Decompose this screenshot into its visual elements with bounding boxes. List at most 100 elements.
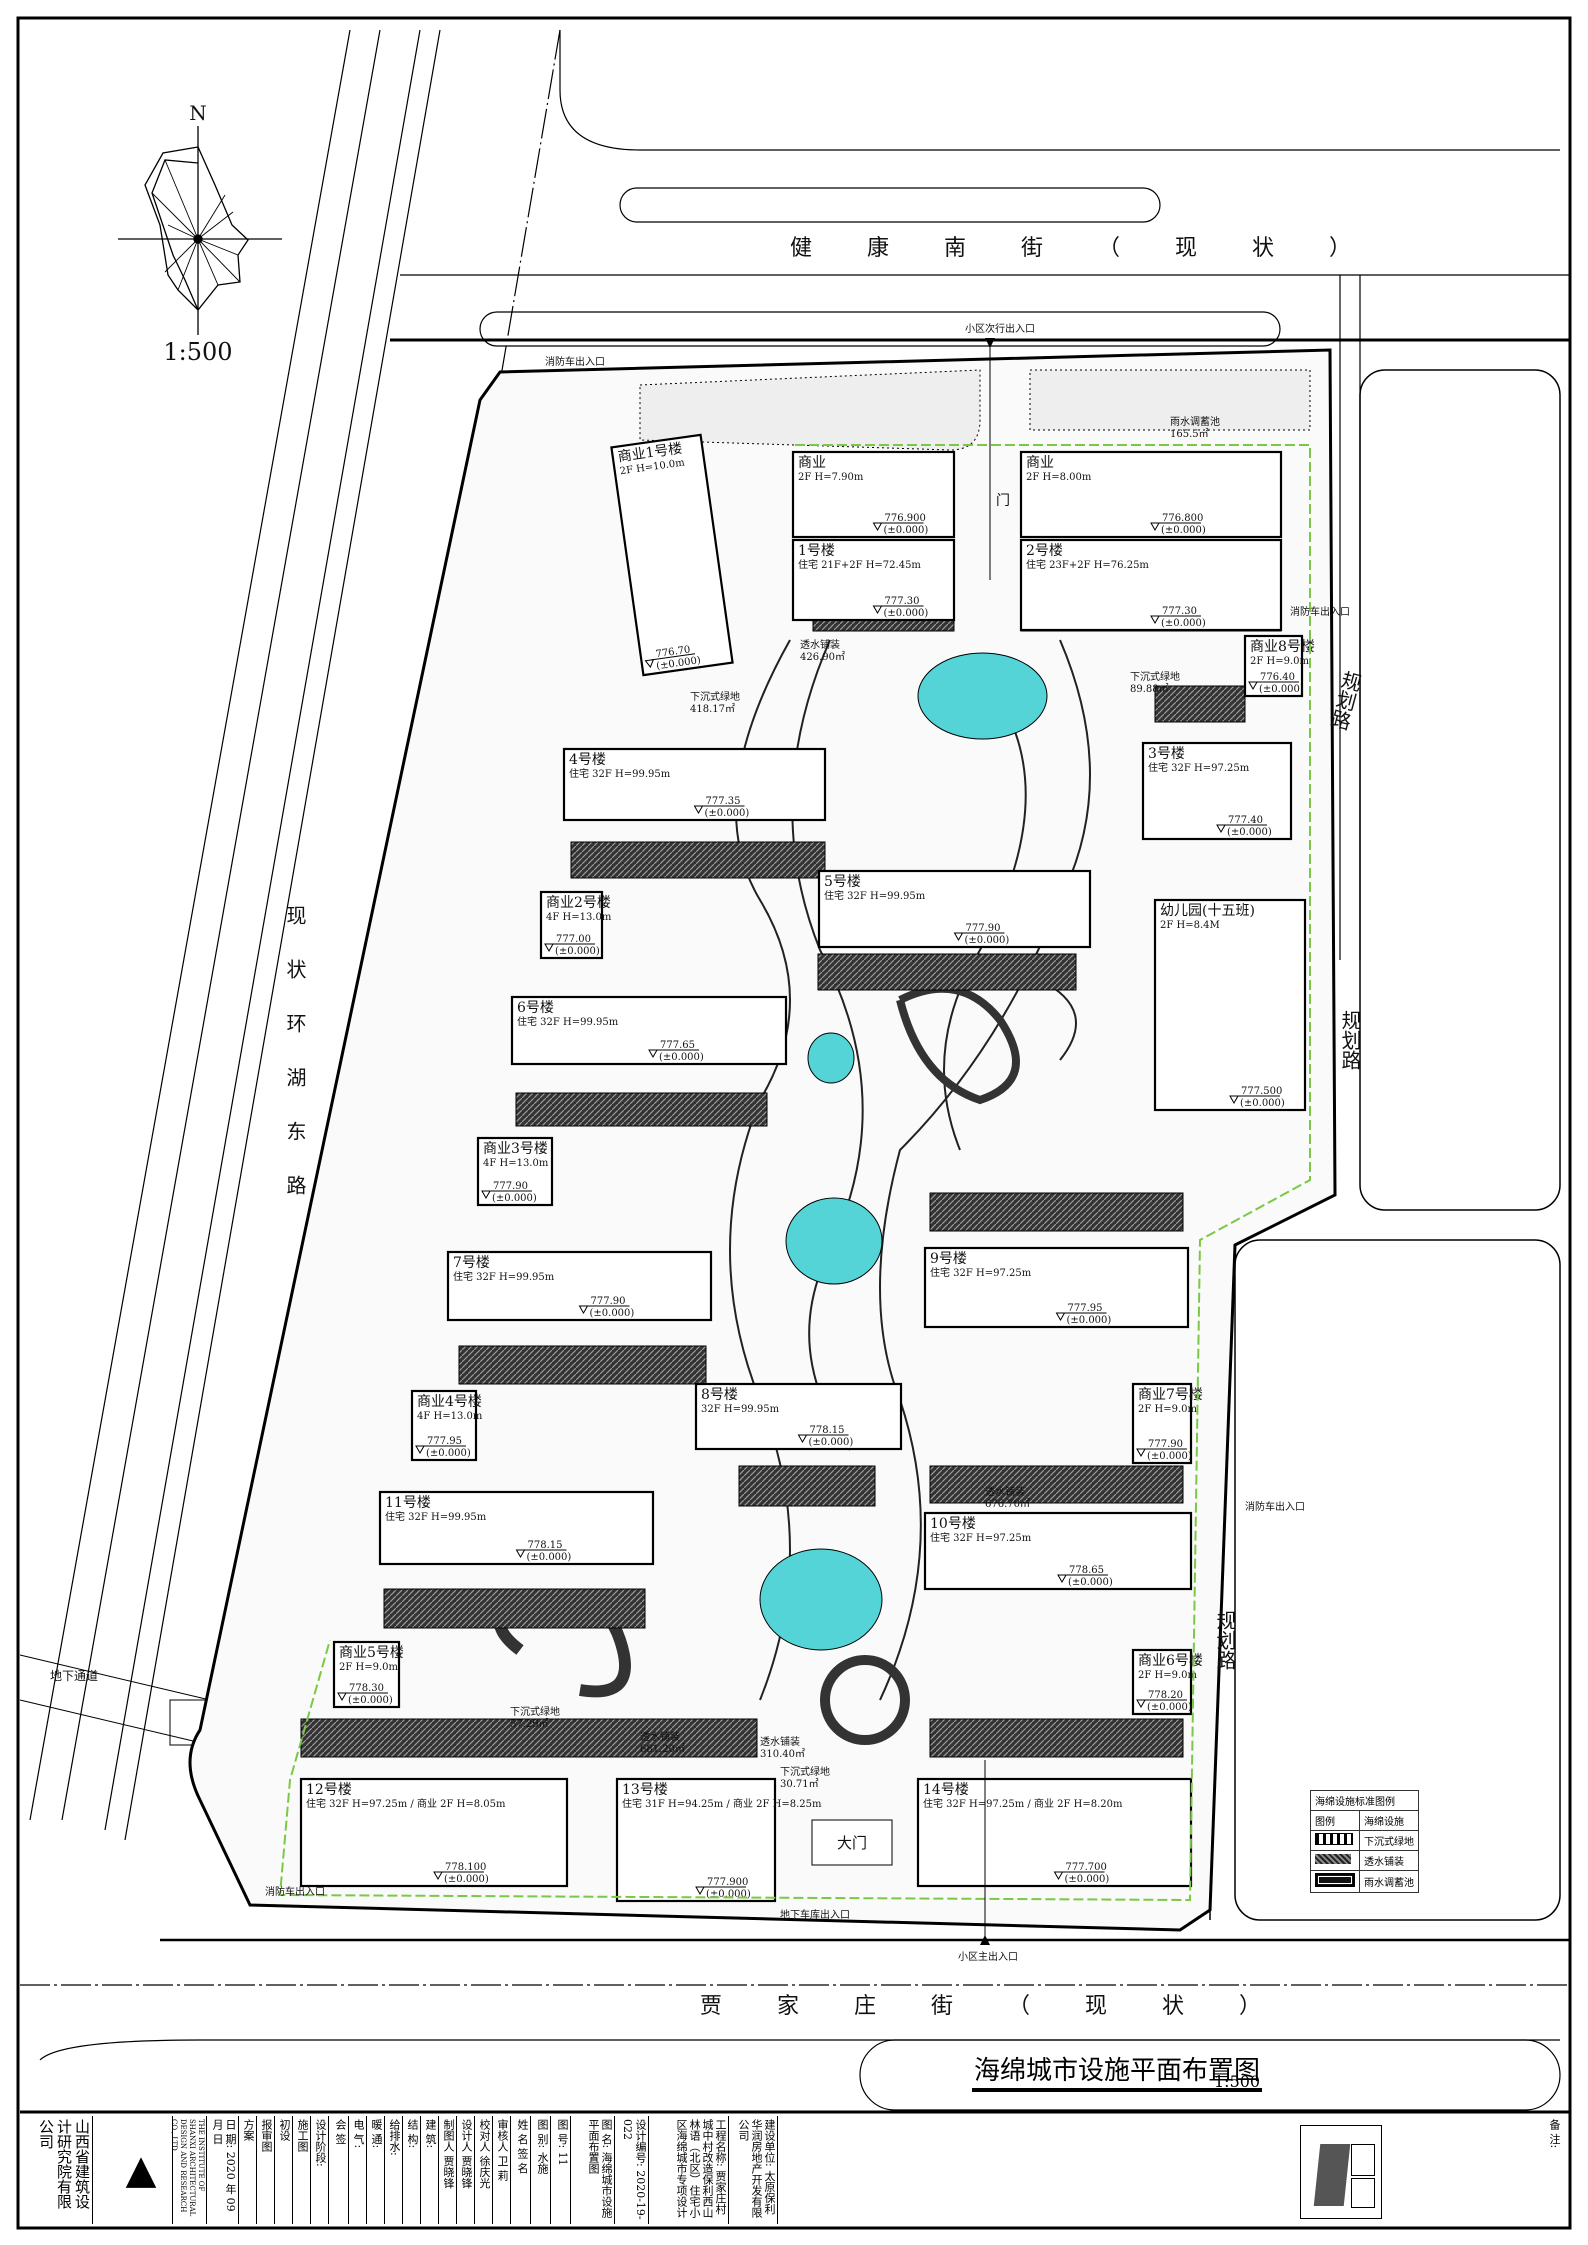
building-outline xyxy=(1141,741,1293,841)
building-zero-level: (±0.000) xyxy=(1259,684,1304,695)
building-zero-level: (±0.000) xyxy=(1147,1451,1192,1462)
building-elevation: 776.900 xyxy=(885,513,926,524)
street-south-label: 贾家庄街（现状） xyxy=(700,1994,1316,2019)
entrance-secondary-north: 小区次行出入口 xyxy=(965,322,1035,335)
elevation-marker-icon xyxy=(515,1549,526,1559)
building-zero-level: (±0.000) xyxy=(1161,525,1206,536)
elevation-marker-icon xyxy=(1057,1574,1067,1584)
building-name: 商业3号楼 xyxy=(483,1141,548,1157)
building-elevation: 777.90 xyxy=(1148,1439,1183,1450)
building-zero-level: (±0.000) xyxy=(590,1308,635,1319)
building-elevation: 778.100 xyxy=(445,1862,486,1873)
drawing-title-scale: 1:500 xyxy=(1214,2072,1261,2091)
building-zero-level: (±0.000) xyxy=(965,935,1010,946)
discipline-electrical: 电 气: xyxy=(348,2116,366,2224)
area-label-value: 426.90㎡ xyxy=(800,651,845,663)
building-info: 住宅 21F+2F H=72.45m xyxy=(798,558,921,571)
area-label-value: 89.88㎡ xyxy=(1130,683,1169,695)
permeable-paving-area xyxy=(738,1465,876,1507)
building-zero-level: (±0.000) xyxy=(555,946,600,957)
elevation-marker-icon xyxy=(544,943,554,953)
building-name: 14号楼 xyxy=(923,1782,969,1798)
building-name: 1号楼 xyxy=(798,543,835,559)
area-label-value: 310.40㎡ xyxy=(760,1748,805,1760)
building-zero-level: (±0.000) xyxy=(348,1695,393,1706)
building-elevation: 776.40 xyxy=(1260,672,1295,683)
legend-swatch-sunken-green xyxy=(1315,1833,1353,1845)
building-zero-level: (±0.000) xyxy=(527,1552,572,1563)
entrance-main-south: 小区主出入口 xyxy=(958,1950,1018,1963)
building-outline xyxy=(476,1136,554,1207)
stage-scheme: 方案 xyxy=(238,2116,256,2224)
building-info: 2F H=9.0m xyxy=(339,1662,398,1673)
permeable-paving-area xyxy=(929,1465,1184,1504)
underpass-label: 地下通道 xyxy=(50,1669,98,1683)
building-name: 13号楼 xyxy=(622,1782,668,1798)
building-name: 12号楼 xyxy=(306,1782,352,1798)
elevation-marker-icon xyxy=(1136,1448,1146,1458)
building-info: 住宅 32F H=99.95m xyxy=(385,1510,487,1523)
building-elevation: 778.15 xyxy=(810,1425,845,1436)
building-info: 2F H=9.0m xyxy=(1138,1404,1197,1415)
elevation-marker-icon xyxy=(1216,824,1226,834)
building-elevation: 777.90 xyxy=(966,923,1001,934)
building-elevation: 777.90 xyxy=(591,1296,626,1307)
building-info: 住宅 32F H=99.95m xyxy=(824,889,926,902)
permeable-paving-area xyxy=(929,1718,1184,1758)
building-zero-level: (±0.000) xyxy=(444,1874,489,1885)
area-label-value: 676.70㎡ xyxy=(985,1498,1030,1510)
entrance-fire-east-1: 消防车出入口 xyxy=(1290,605,1350,618)
building-zero-level: (±0.000) xyxy=(1065,1874,1110,1885)
elevation-marker-icon xyxy=(644,658,655,669)
building-zero-level: (±0.000) xyxy=(706,1889,751,1900)
countersign-label: 会 签 xyxy=(328,2116,348,2224)
discipline-architecture: 建 筑: xyxy=(420,2116,438,2224)
street-north-label: 健康南街（现状） xyxy=(790,236,1406,261)
building-zero-level: (±0.000) xyxy=(426,1448,471,1459)
building-name: 10号楼 xyxy=(930,1516,976,1532)
building-info: 住宅 23F+2F H=76.25m xyxy=(1026,558,1149,571)
underpass xyxy=(19,1654,213,1746)
building-elevation: 778.15 xyxy=(528,1540,563,1551)
role-reviewer: 审核人 卫 莉 xyxy=(492,2116,510,2224)
building-outline xyxy=(1153,898,1307,1112)
building-elevation: 776.70 xyxy=(655,644,691,660)
building-info: 4F H=13.0m xyxy=(417,1411,483,1422)
client: 建设单位: 太原保利华润房地产开发有限公司 xyxy=(728,2116,778,2224)
permeable-paving-area xyxy=(515,1092,768,1127)
building-elevation: 778.20 xyxy=(1148,1690,1183,1701)
building-elevation: 777.00 xyxy=(556,934,591,945)
north-label: N xyxy=(189,101,207,125)
building-outline xyxy=(562,747,827,822)
entrance-fire-east-2: 消防车出入口 xyxy=(1245,1500,1305,1513)
building-elevation: 777.500 xyxy=(1241,1086,1282,1097)
elevation-marker-icon xyxy=(872,522,883,532)
building-name: 幼儿园(十五班) xyxy=(1160,903,1255,919)
building-name: 商业 xyxy=(798,455,826,471)
area-label-name: 下沉式绿地 xyxy=(690,690,740,703)
area-label-name: 透水铺装 xyxy=(985,1485,1025,1498)
building-zero-level: (±0.000) xyxy=(1161,618,1206,629)
building-info: 2F H=8.00m xyxy=(1026,472,1092,483)
building-outline xyxy=(510,995,788,1066)
building-zero-level: (±0.000) xyxy=(884,525,929,536)
permeable-paving-area xyxy=(929,1192,1184,1232)
area-label-value: 30.71㎡ xyxy=(780,1778,819,1790)
area-label-value: 418.17㎡ xyxy=(690,703,735,715)
legend: 海绵设施标准图例 图例海绵设施 下沉式绿地 透水铺装 雨水调蓄池 xyxy=(1310,1790,1419,1893)
building-info: 住宅 32F H=97.25m xyxy=(1148,761,1250,774)
main-gate-label: 大门 xyxy=(837,1834,867,1852)
